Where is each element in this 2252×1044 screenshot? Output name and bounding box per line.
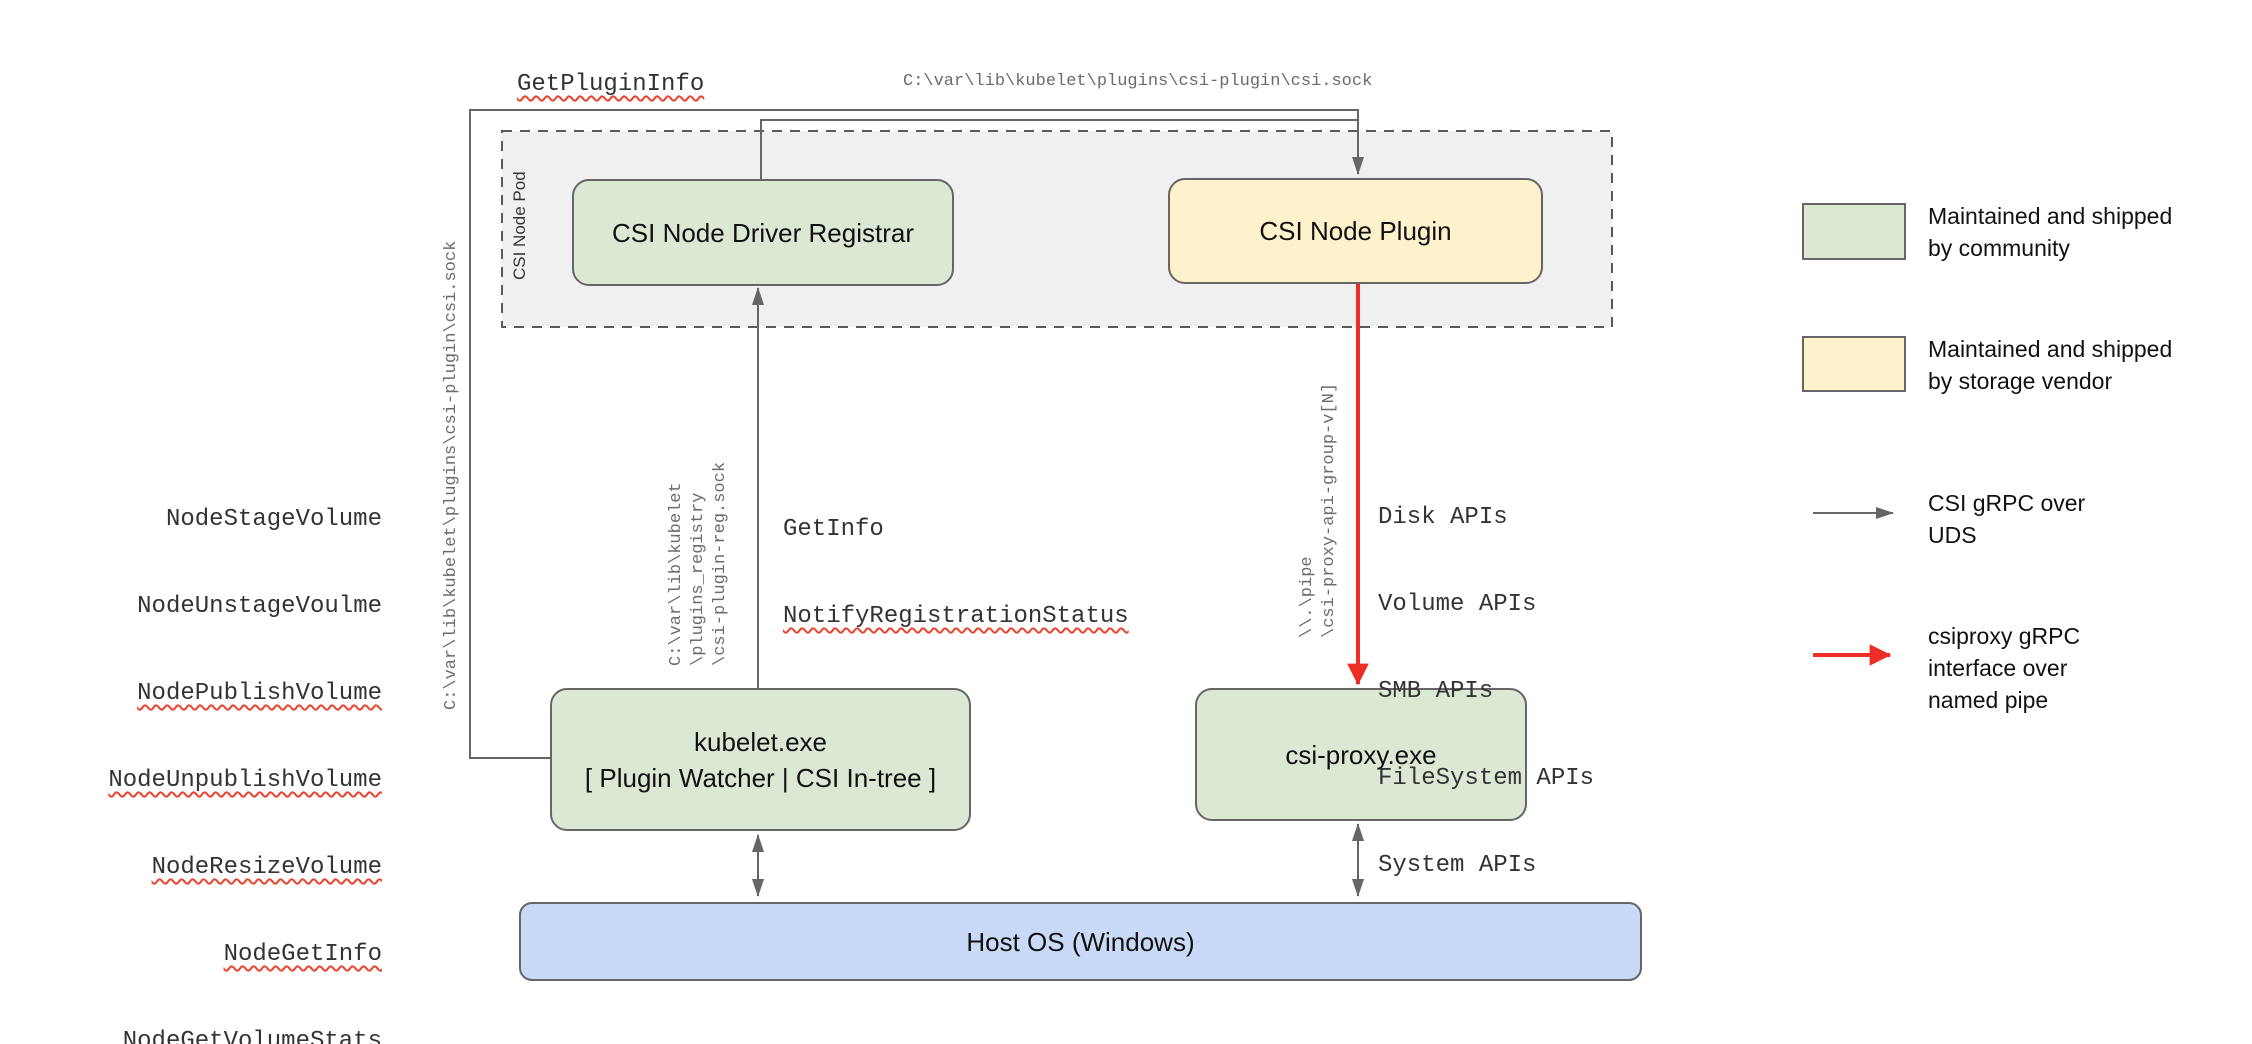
node-rpc-list: NodeStageVolume NodeUnstageVoulme NodePu… bbox=[60, 447, 382, 1044]
registry-sock-path-vertical: C:\var\lib\kubelet \plugins_registry \cs… bbox=[667, 461, 730, 666]
node-rpc-item: NodeResizeVolume bbox=[151, 854, 382, 881]
node-rpc-item: NodeUnstageVoulme bbox=[137, 593, 382, 620]
connector-registrar-to-plugin-uds bbox=[760, 119, 1357, 179]
get-info-label: GetInfo bbox=[783, 516, 884, 543]
top-csi-sock-path-label: C:\var\lib\kubelet\plugins\csi-plugin\cs… bbox=[903, 72, 1373, 91]
proxy-api-item: FileSystem APIs bbox=[1378, 765, 1595, 792]
host-os-label: Host OS (Windows) bbox=[966, 926, 1195, 957]
host-os-box: Host OS (Windows) bbox=[519, 902, 1642, 981]
proxy-api-item: SMB APIs bbox=[1378, 678, 1494, 705]
node-rpc-item: NodePublishVolume bbox=[137, 680, 382, 707]
csi-node-plugin-box: CSI Node Plugin bbox=[1168, 178, 1543, 284]
proxy-api-item: Disk APIs bbox=[1378, 504, 1508, 531]
csi-node-driver-registrar-label: CSI Node Driver Registrar bbox=[612, 217, 914, 248]
legend-namedpipe-text: csiproxy gRPC interface over named pipe bbox=[1928, 623, 2081, 713]
named-pipe-path-vertical: \\.\pipe \csi-proxy-api-group-v[N] bbox=[1298, 382, 1339, 638]
legend-vendor-text: Maintained and shipped by storage vendor bbox=[1928, 336, 2173, 394]
legend-vendor-swatch bbox=[1802, 336, 1906, 392]
csi-node-driver-registrar-box: CSI Node Driver Registrar bbox=[572, 179, 954, 286]
notify-registration-status-label: NotifyRegistrationStatus bbox=[783, 603, 1129, 630]
proxy-api-list: Disk APIs Volume APIs SMB APIs FileSyste… bbox=[1378, 445, 1594, 938]
connector-kubelet-to-plugin-uds bbox=[469, 109, 1364, 759]
node-rpc-item: NodeGetInfo bbox=[223, 941, 382, 968]
legend-community-swatch bbox=[1802, 203, 1906, 260]
csi-proxy-box: csi-proxy.exe bbox=[1195, 688, 1527, 821]
get-plugin-info-label: GetPluginInfo bbox=[517, 71, 705, 98]
proxy-api-item: Volume APIs bbox=[1378, 591, 1537, 618]
kubelet-label: kubelet.exe [ Plugin Watcher | CSI In-tr… bbox=[584, 726, 937, 793]
csi-node-plugin-label: CSI Node Plugin bbox=[1259, 216, 1452, 246]
node-rpc-item: NodeUnpublishVolume bbox=[108, 767, 382, 794]
legend-community-text: Maintained and shipped by community bbox=[1928, 203, 2173, 261]
csi-node-pod-label: CSI Node Pod bbox=[510, 171, 529, 280]
registration-rpc-list: GetInfo NotifyRegistrationStatus bbox=[783, 457, 1129, 689]
left-csi-sock-path-vertical: C:\var\lib\kubelet\plugins\csi-plugin\cs… bbox=[442, 240, 461, 710]
proxy-api-item: System APIs bbox=[1378, 852, 1537, 879]
node-rpc-item: NodeStageVolume bbox=[165, 506, 382, 533]
kubelet-box: kubelet.exe [ Plugin Watcher | CSI In-tr… bbox=[550, 688, 971, 831]
legend-uds-text: CSI gRPC over UDS bbox=[1928, 490, 2086, 548]
node-rpc-item: NodeGetVolumeStats bbox=[122, 1028, 382, 1044]
csi-proxy-label: csi-proxy.exe bbox=[1285, 739, 1437, 770]
